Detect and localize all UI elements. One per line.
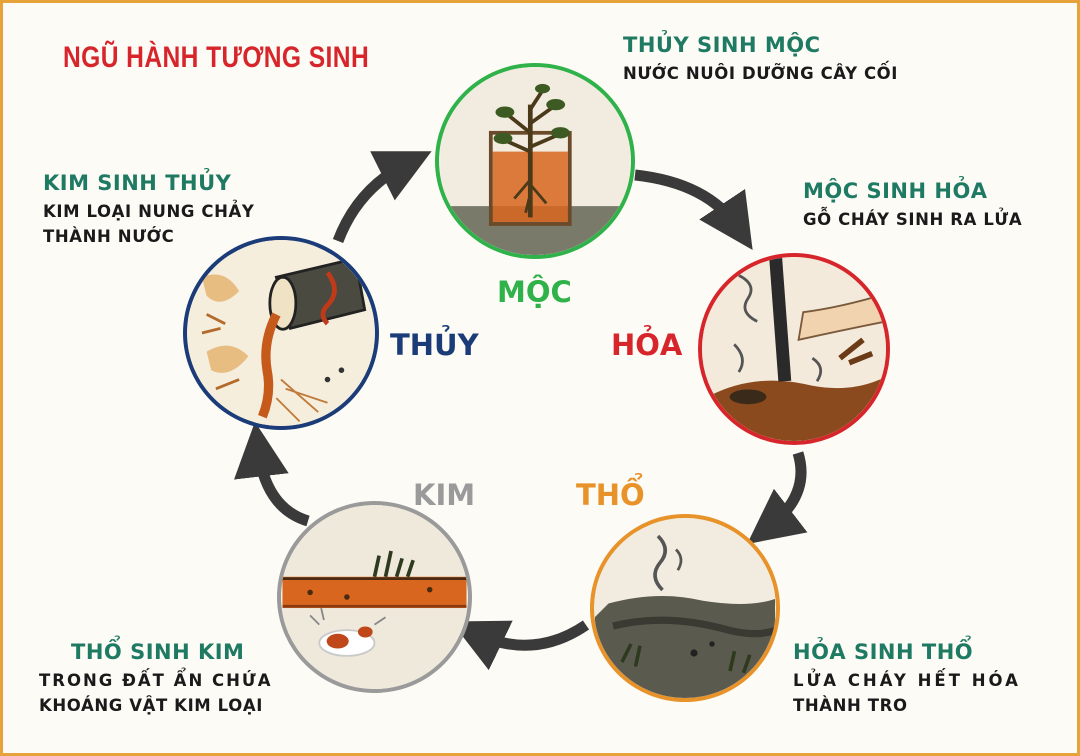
element-label-tho: THỔ bbox=[576, 478, 645, 512]
relation-heading: KIM SINH THỦY bbox=[43, 171, 232, 195]
relation-kim-sinh-thuy: KIM SINH THỦY KIM LOẠI NUNG CHẢY THÀNH N… bbox=[43, 171, 254, 249]
ash-ground-icon bbox=[590, 514, 780, 702]
arrow-kim-to-thuy bbox=[234, 421, 310, 527]
relation-line: KIM LOẠI NUNG CHẢY bbox=[43, 202, 255, 221]
relation-line: THÀNH TRO bbox=[793, 696, 908, 715]
relation-line: LỬA CHÁY HẾT HÓA bbox=[793, 671, 1021, 690]
element-label-thuy: THỦY bbox=[390, 328, 479, 362]
arrow-thuy-to-moc bbox=[332, 151, 432, 243]
relation-thuy-sinh-moc: THỦY SINH MỘC NƯỚC NUÔI DƯỠNG CÂY CỐI bbox=[623, 33, 898, 86]
relation-heading: HỎA SINH THỔ bbox=[793, 640, 974, 664]
relation-heading: THỔ SINH KIM bbox=[71, 640, 245, 664]
relation-line: TRONG ĐẤT ẨN CHỨA bbox=[39, 671, 273, 690]
relation-line: GỖ CHÁY SINH RA LỬA bbox=[803, 210, 1023, 229]
relation-moc-sinh-hoa: MỘC SINH HỎA GỖ CHÁY SINH RA LỬA bbox=[803, 179, 1022, 232]
arrow-tho-to-kim bbox=[451, 620, 590, 671]
element-label-hoa: HỎA bbox=[611, 328, 683, 362]
page-title: NGŨ HÀNH TƯƠNG SINH bbox=[63, 41, 370, 74]
arrow-moc-to-hoa bbox=[634, 169, 753, 250]
plant-in-water-icon bbox=[435, 63, 635, 259]
element-label-kim: KIM bbox=[413, 478, 476, 512]
ore-in-earth-icon bbox=[277, 501, 472, 693]
cycle-arrows bbox=[234, 151, 808, 671]
relation-tho-sinh-kim: THỔ SINH KIM TRONG ĐẤT ẨN CHỨA KHOÁNG VẬ… bbox=[39, 640, 272, 718]
fire-stick-icon bbox=[698, 253, 890, 445]
element-label-moc: MỘC bbox=[497, 275, 572, 309]
relation-line: NƯỚC NUÔI DƯỠNG CÂY CỐI bbox=[623, 64, 899, 83]
relation-line: KHOÁNG VẬT KIM LOẠI bbox=[39, 696, 263, 715]
molten-metal-pour-icon bbox=[183, 236, 379, 430]
relation-heading: THỦY SINH MỘC bbox=[623, 33, 821, 57]
relation-line: THÀNH NƯỚC bbox=[43, 227, 175, 246]
relation-heading: MỘC SINH HỎA bbox=[803, 179, 988, 203]
relation-hoa-sinh-tho: HỎA SINH THỔ LỬA CHÁY HẾT HÓA THÀNH TRO bbox=[793, 640, 1021, 718]
arrow-hoa-to-tho bbox=[747, 451, 808, 545]
